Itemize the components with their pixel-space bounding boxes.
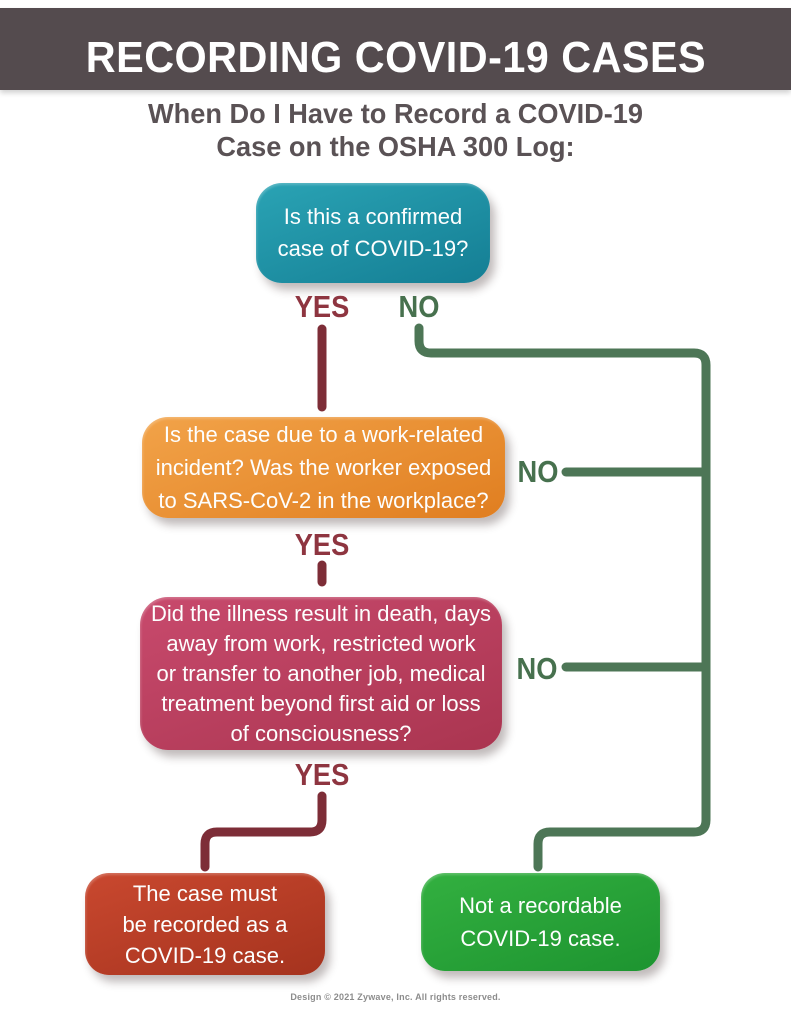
question-severity-box: Did the illness result in death, days aw… (140, 597, 502, 750)
no-label-q1: NO (398, 289, 440, 324)
result-line: be recorded as a (122, 911, 288, 937)
subtitle-line: Case on the OSHA 300 Log: (216, 131, 575, 162)
yes-connector-q3-record (200, 791, 327, 872)
question-line: case of COVID-19? (277, 236, 469, 261)
question-work-related-box: Is the case due to a work-related incide… (142, 417, 505, 518)
question-line: Did the illness result in death, days (151, 600, 491, 626)
result-line: The case must (132, 880, 278, 906)
yes-label-q3: YES (294, 757, 350, 792)
result-not-recordable-box: Not a recordable COVID-19 case. (421, 873, 660, 971)
question-line: Is this a confirmed (283, 204, 463, 229)
result-line: Not a recordable (459, 893, 622, 918)
question-line: to SARS-CoV-2 in the workplace? (158, 488, 489, 513)
header-bar: RECORDING COVID-19 CASES (0, 8, 791, 90)
result-line: COVID-19 case. (124, 942, 286, 968)
no-label-q3: NO (516, 651, 558, 686)
subtitle: When Do I Have to Record a COVID-19 Case… (12, 97, 779, 163)
yes-label-q1: YES (294, 289, 350, 324)
question-line: Is the case due to a work-related (163, 422, 484, 447)
question-line: or transfer to another job, medical (156, 660, 486, 686)
result-line: COVID-19 case. (460, 926, 621, 951)
question-line: treatment beyond first aid or loss (161, 690, 481, 716)
page-title: RECORDING COVID-19 CASES (85, 33, 706, 82)
subtitle-line: When Do I Have to Record a COVID-19 (147, 98, 644, 129)
question-line: away from work, restricted work (166, 630, 476, 656)
question-confirmed-case-box: Is this a confirmed case of COVID-19? (256, 183, 490, 283)
yes-label-q2: YES (294, 527, 350, 562)
question-line: of consciousness? (230, 720, 412, 746)
result-record-box: The case must be recorded as a COVID-19 … (85, 873, 325, 975)
question-line: incident? Was the worker exposed (155, 455, 492, 480)
no-label-q2: NO (517, 454, 559, 489)
copyright-footer: Design © 2021 Zywave, Inc. All rights re… (290, 992, 501, 1002)
